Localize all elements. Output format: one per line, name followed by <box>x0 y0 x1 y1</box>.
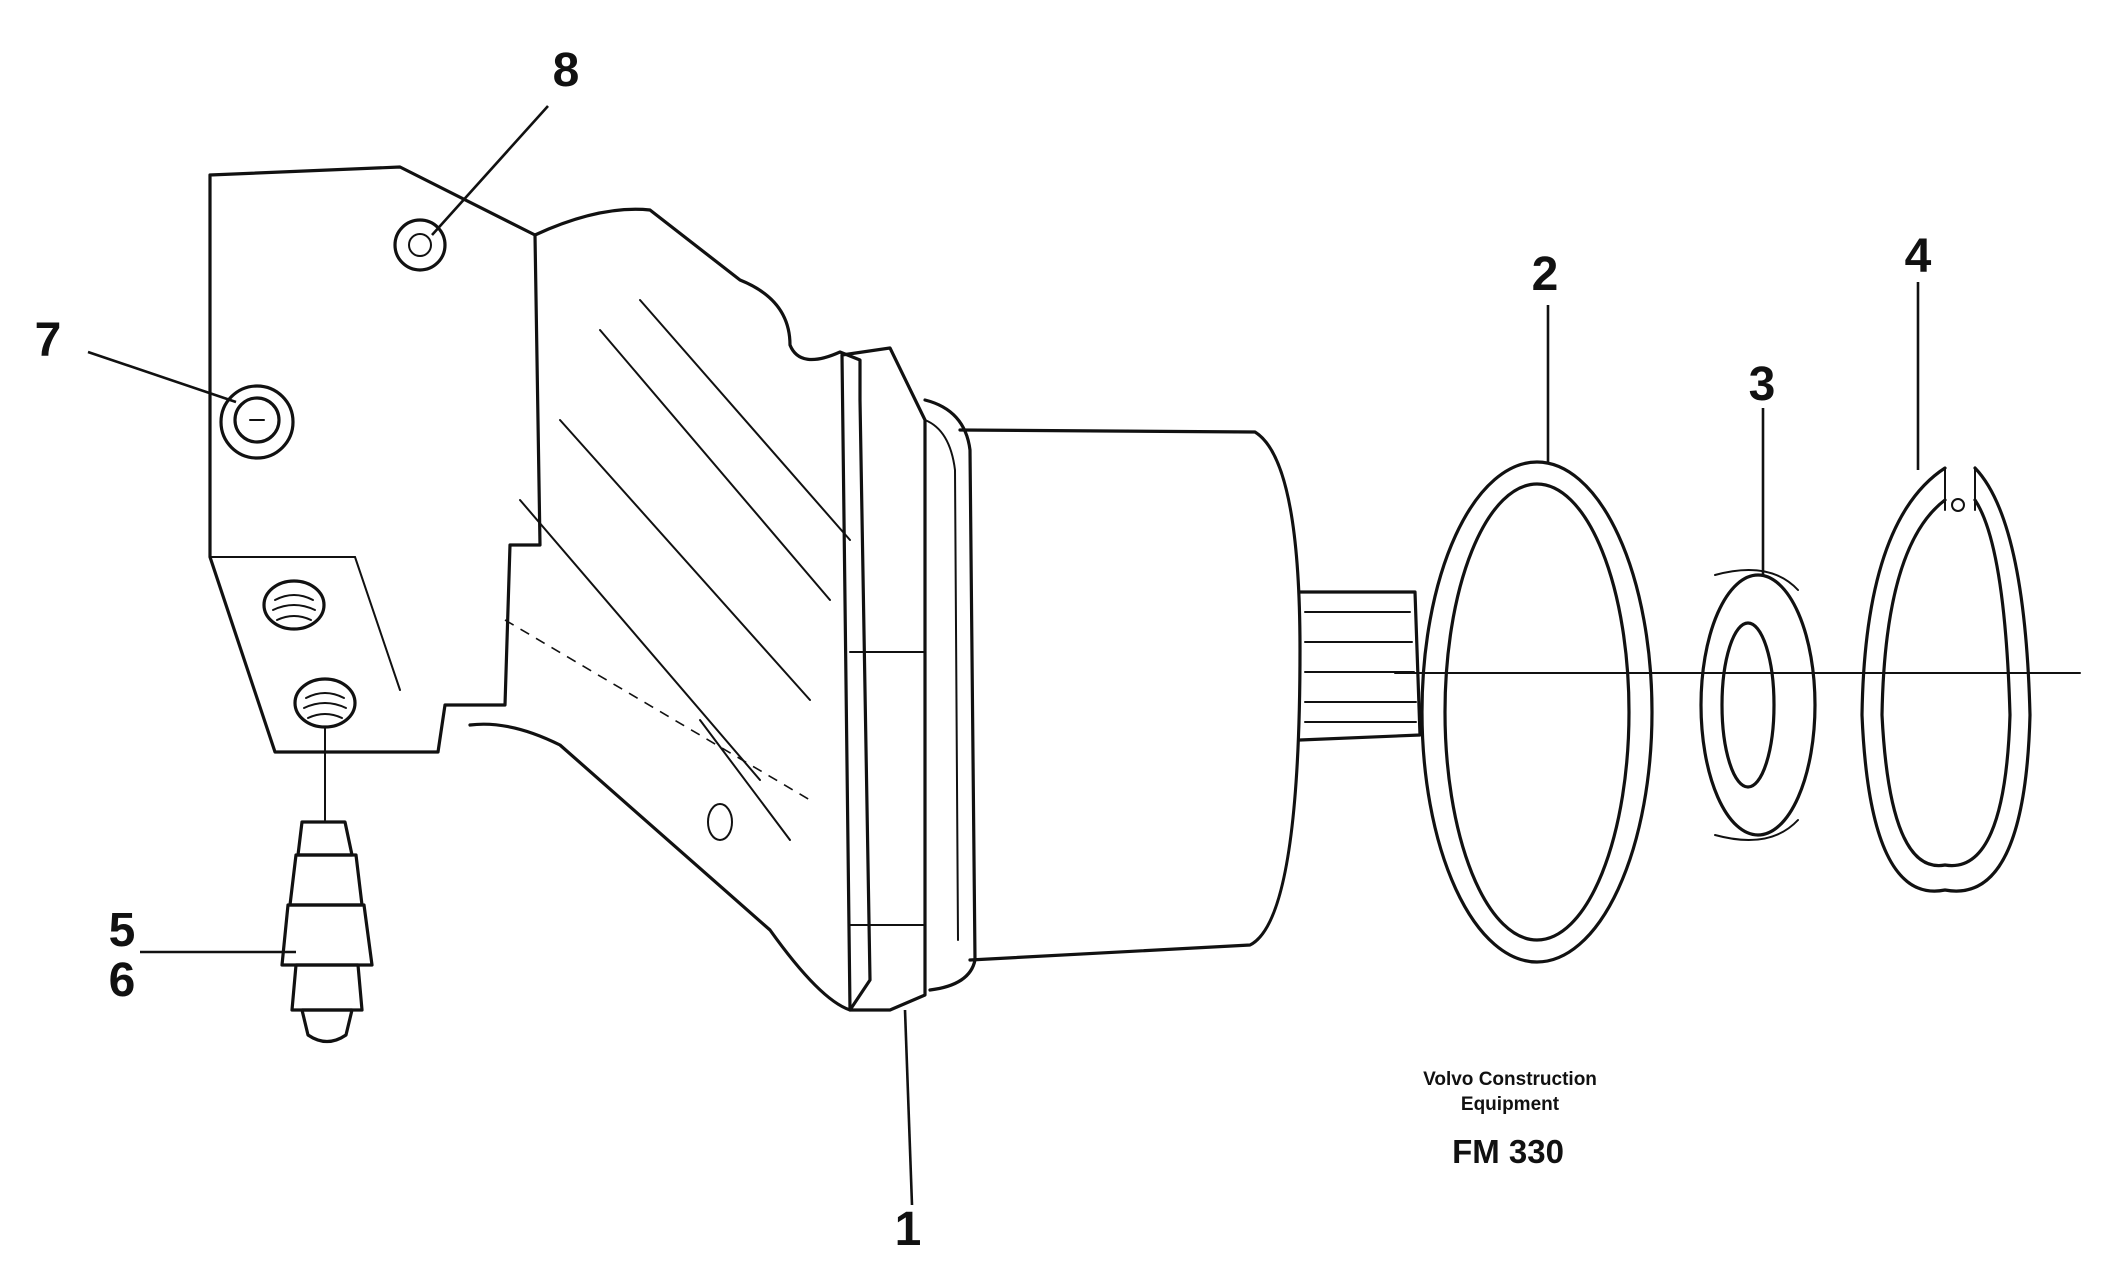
callout-4: 4 <box>1905 230 1932 283</box>
caption-manufacturer: Volvo Construction <box>1423 1069 1597 1090</box>
o-ring <box>1420 460 1654 964</box>
leader-line-1 <box>903 1009 914 1206</box>
leader-line-7 <box>87 350 237 404</box>
leader-line-8 <box>431 105 549 236</box>
callout-8: 8 <box>553 44 580 97</box>
shaft-seal <box>1699 569 1817 841</box>
hydraulic-motor <box>208 165 1422 1012</box>
callout-1: 1 <box>895 1203 922 1256</box>
callout-3: 3 <box>1749 358 1776 411</box>
callout-5: 5 <box>109 904 136 957</box>
fitting-nipple <box>280 726 374 1044</box>
caption-equipment: Equipment <box>1461 1094 1560 1115</box>
caption-model: FM 330 <box>1452 1133 1564 1170</box>
callout-7: 7 <box>35 314 62 367</box>
callout-2: 2 <box>1532 248 1559 301</box>
retaining-ring <box>1860 466 2032 893</box>
callout-6: 6 <box>109 954 136 1007</box>
